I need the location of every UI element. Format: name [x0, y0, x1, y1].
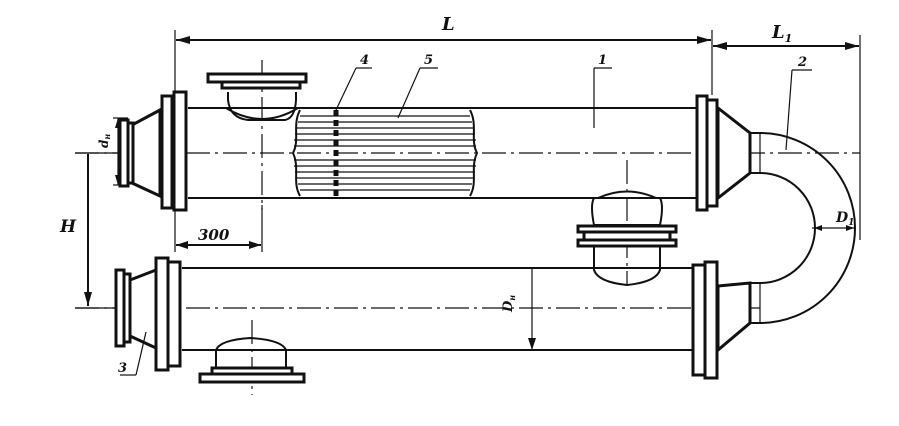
tube-bundle [291, 109, 479, 197]
dim-H-label: H [59, 217, 77, 237]
callout-1: 1 [598, 53, 607, 68]
dimension-L [174, 30, 713, 95]
dim-dH-label: dн [97, 134, 112, 148]
upper-nozzle [206, 72, 308, 121]
lower-shell [182, 267, 693, 351]
callout-3: 3 [118, 361, 127, 376]
dim-L1-label: L1 [771, 22, 792, 45]
dim-D1-label: D1 [835, 210, 854, 228]
dimension-L1 [713, 35, 861, 240]
dim-Dn-label: Dн [501, 295, 517, 313]
dim-300-label: 300 [198, 226, 230, 244]
callout-leaders [120, 67, 812, 376]
dimension-300 [174, 205, 263, 252]
lower-right-head [691, 260, 752, 380]
middle-nozzle [576, 190, 678, 287]
upper-left-head [118, 90, 188, 212]
callout-5: 5 [424, 53, 433, 68]
upper-right-head [695, 94, 752, 212]
upper-shell [188, 107, 697, 199]
dim-L-label: L [441, 14, 455, 35]
callout-2: 2 [797, 55, 807, 70]
callout-4: 4 [360, 53, 369, 68]
u-bend-return [750, 132, 856, 324]
lower-left-head [114, 256, 182, 372]
lower-nozzle [198, 336, 306, 384]
